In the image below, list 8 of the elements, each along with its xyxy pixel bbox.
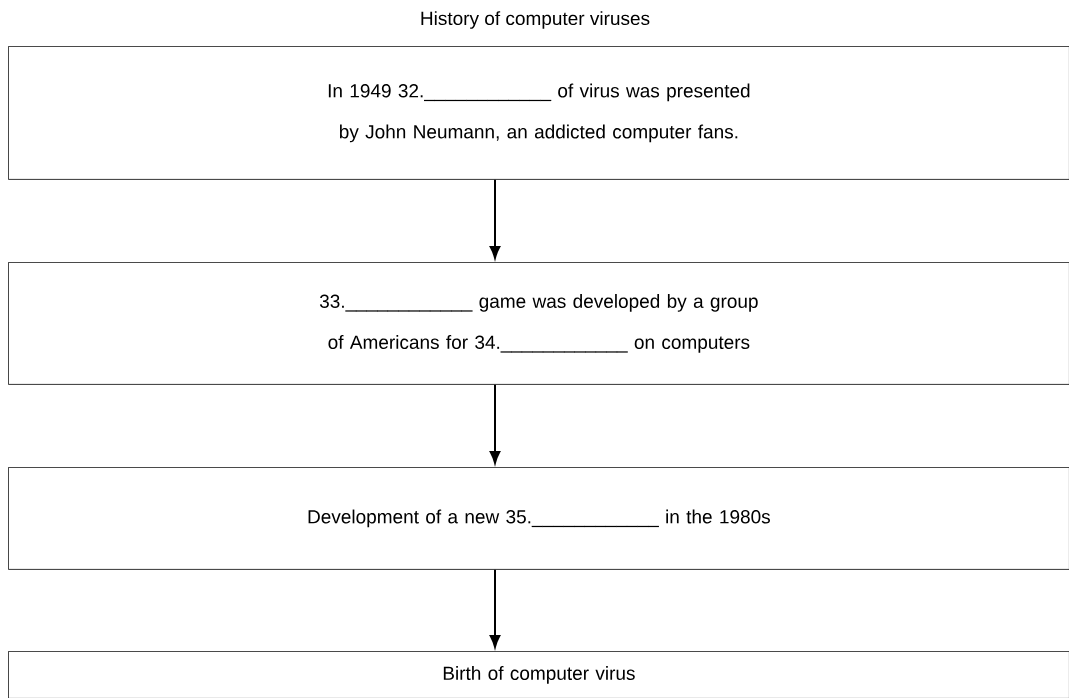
process-box: Birth of computer virus [8, 651, 1069, 698]
arrow [489, 568, 501, 648]
arrow [489, 383, 501, 464]
title: History of computer viruses [421, 11, 650, 29]
process-box: Development of a new 35.____________ in the 1980s [8, 467, 1069, 570]
process-box: 33.____________ game was developed by a group of Americans for 34.____________ on computers [8, 262, 1069, 385]
process-box: In 1949 32.____________ of virus was presented by John Neumann, an addicted computer fans. [8, 46, 1069, 180]
arrow [489, 178, 501, 259]
